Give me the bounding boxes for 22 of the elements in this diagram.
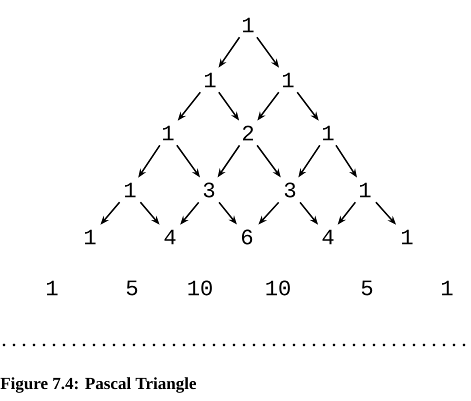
number: 3 — [284, 182, 296, 198]
number: 3 — [204, 182, 214, 198]
number: 2 — [242, 126, 254, 140]
number: 1 — [322, 126, 334, 140]
number: 4 — [164, 230, 176, 244]
number: 1 — [85, 230, 96, 244]
number: 1 — [163, 126, 174, 140]
number: 10 — [266, 280, 290, 296]
number: 1 — [125, 182, 136, 198]
number: 5 — [362, 280, 372, 296]
number: 5 — [126, 280, 138, 296]
number: 1 — [282, 72, 294, 88]
number: 1 — [204, 72, 216, 88]
number: 1 — [242, 18, 254, 32]
number: 1 — [442, 280, 453, 296]
number: 6 — [242, 230, 252, 244]
number: 1 — [402, 230, 413, 244]
number: 4 — [322, 230, 334, 244]
number: 1 — [360, 182, 371, 198]
number: 10 — [188, 280, 212, 296]
number: 1 — [47, 280, 58, 296]
caption: Figure 7.4: Pascal Triangle — [0, 377, 196, 393]
